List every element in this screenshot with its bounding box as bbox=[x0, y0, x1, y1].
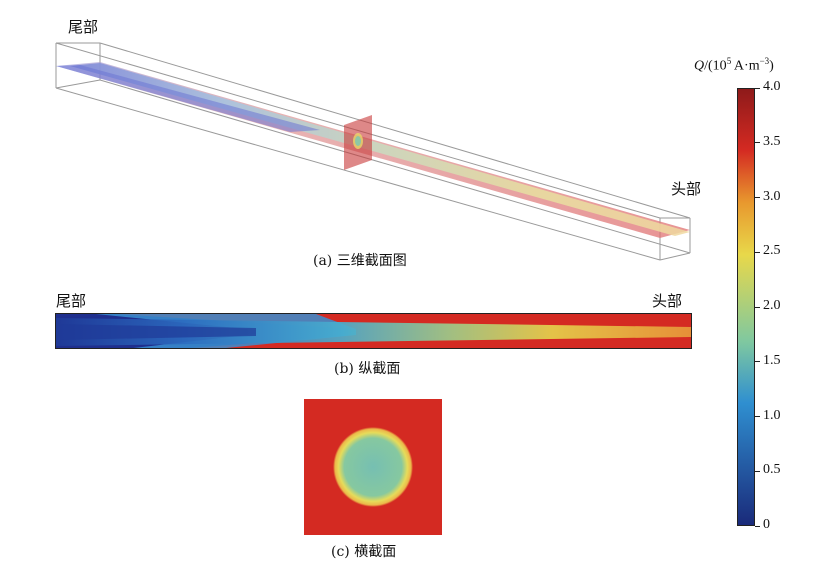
colorbar-tick-label: 1.0 bbox=[763, 407, 781, 423]
colorbar-title: Q/(105 A·m−3) bbox=[694, 56, 774, 74]
caption-longitudinal: (b) 纵截面 bbox=[334, 361, 401, 377]
head-label-longitudinal: 头部 bbox=[652, 292, 683, 310]
colorbar-tick-label: 2.0 bbox=[763, 298, 781, 313]
colorbar-tick-mark bbox=[755, 416, 760, 417]
colorbar-tick-label: 3.5 bbox=[763, 133, 781, 149]
colorbar-tick-mark bbox=[755, 525, 760, 527]
colorbar-tick-mark bbox=[755, 361, 760, 363]
colorbar-tick-mark bbox=[755, 470, 760, 472]
longitudinal-section-image bbox=[55, 313, 692, 349]
colorbar bbox=[737, 88, 755, 526]
longitudinal-heatmap bbox=[56, 314, 691, 348]
colorbar-tick-label: 0 bbox=[763, 517, 770, 532]
colorbar-tick-label: 2.5 bbox=[763, 243, 781, 259]
colorbar-tick-mark bbox=[755, 142, 760, 144]
caption-cross-section: (c) 横截面 bbox=[331, 544, 397, 560]
tail-label-3d: 尾部 bbox=[68, 18, 99, 36]
cross-section-image bbox=[304, 399, 442, 535]
colorbar-tick-mark bbox=[755, 251, 760, 253]
head-label-3d: 头部 bbox=[671, 180, 702, 198]
colorbar-tick-label: 4.0 bbox=[763, 79, 781, 94]
cross-section-heatmap bbox=[304, 399, 442, 535]
caption-3d-view: (a) 三维截面图 bbox=[313, 253, 407, 269]
box-3d-diagram bbox=[55, 42, 691, 261]
panel-3d-view bbox=[40, 10, 720, 280]
colorbar-tick-mark bbox=[755, 87, 760, 89]
colorbar-ticks: 0 0.5 1.0 1.5 2.0 2.5 3.0 3.5 4.0 bbox=[755, 80, 795, 532]
tail-label-longitudinal: 尾部 bbox=[56, 292, 87, 310]
colorbar-tick-mark bbox=[755, 197, 760, 198]
colorbar-tick-mark bbox=[755, 306, 760, 308]
colorbar-tick-label: 1.5 bbox=[763, 352, 781, 368]
colorbar-tick-label: 0.5 bbox=[763, 462, 781, 478]
colorbar-tick-label: 3.0 bbox=[763, 188, 781, 204]
